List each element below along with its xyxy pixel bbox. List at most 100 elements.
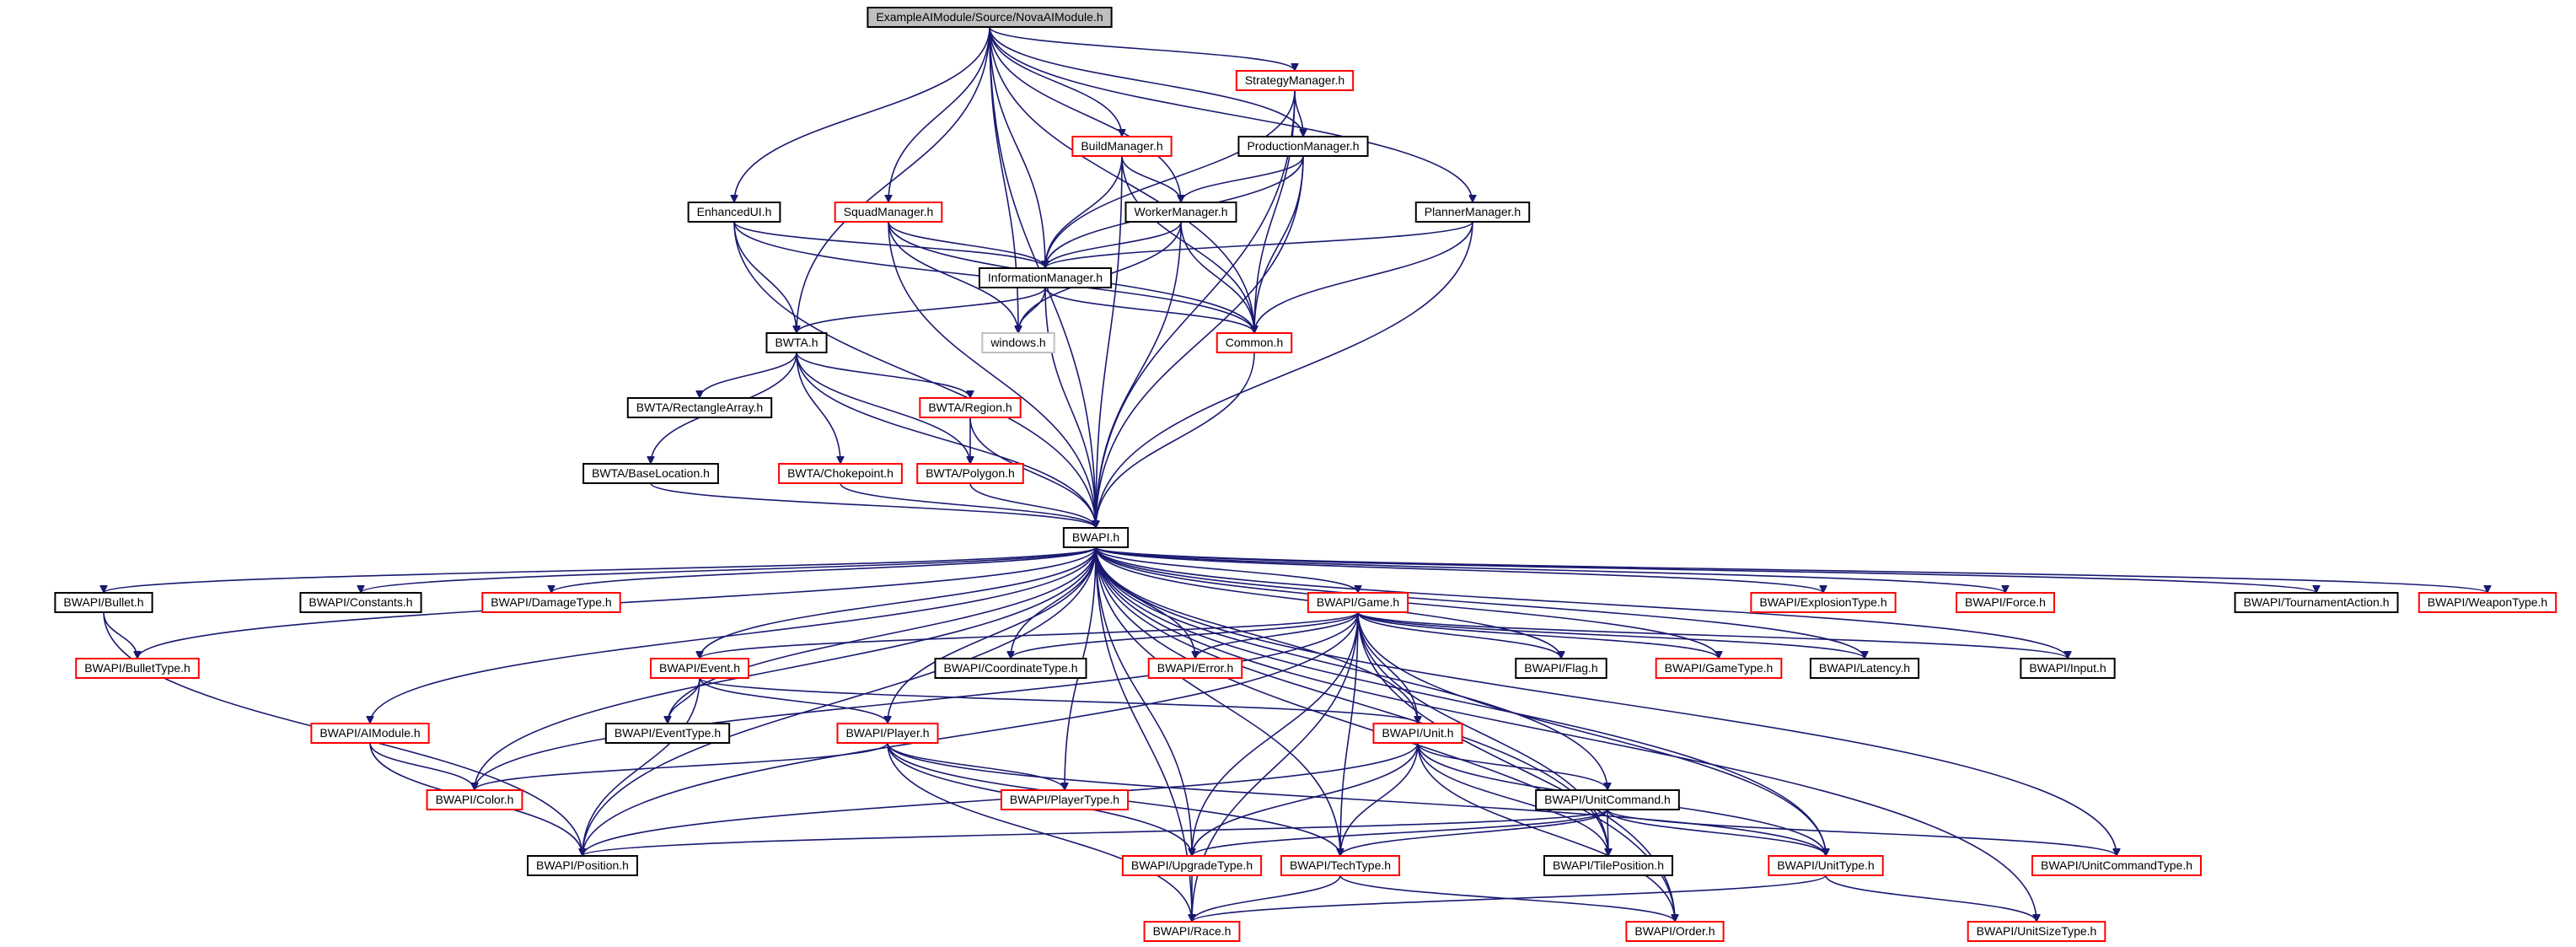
node-order[interactable]: BWAPI/Order.h: [1625, 921, 1725, 942]
node-box: [1307, 592, 1409, 613]
node-rectarray[interactable]: BWTA/RectangleArray.h: [626, 397, 773, 418]
node-label: BWAPI/WeaponType.h: [2428, 595, 2547, 609]
node-unit[interactable]: BWAPI/Unit.h: [1372, 723, 1463, 744]
edge-enhancedui-to-bwta: [733, 221, 797, 333]
node-unitsizetype[interactable]: BWAPI/UnitSizeType.h: [1967, 921, 2106, 942]
node-strategy[interactable]: StrategyManager.h: [1235, 70, 1355, 91]
node-gametype[interactable]: BWAPI/GameType.h: [1655, 658, 1783, 679]
edge-bwapi-to-latency: [1095, 546, 1865, 659]
node-color[interactable]: BWAPI/Color.h: [426, 789, 523, 810]
node-box: [1768, 855, 1884, 876]
node-label: BWAPI/BulletType.h: [84, 661, 191, 675]
node-bullettype[interactable]: BWAPI/BulletType.h: [75, 658, 200, 679]
edge-unitcommand-to-tileposition: [1607, 809, 1608, 856]
node-label: BWTA/RectangleArray.h: [636, 401, 763, 414]
node-planner[interactable]: PlannerManager.h: [1414, 202, 1531, 223]
node-build[interactable]: BuildManager.h: [1071, 136, 1173, 157]
edge-game-to-input: [1357, 611, 2068, 659]
node-box: [527, 855, 638, 876]
node-common[interactable]: Common.h: [1216, 332, 1293, 353]
node-information[interactable]: InformationManager.h: [978, 267, 1113, 288]
node-weapontype[interactable]: BWAPI/WeaponType.h: [2418, 592, 2557, 613]
edge-game-to-upgradetype: [1192, 611, 1359, 856]
edge-bwapi-to-eventtype: [668, 546, 1097, 724]
node-position[interactable]: BWAPI/Position.h: [527, 855, 638, 876]
node-baseloc[interactable]: BWTA/BaseLocation.h: [582, 463, 719, 484]
node-playertype[interactable]: BWAPI/PlayerType.h: [1000, 789, 1130, 810]
node-label: BWAPI/Position.h: [536, 858, 629, 872]
node-game[interactable]: BWAPI/Game.h: [1307, 592, 1409, 613]
node-input[interactable]: BWAPI/Input.h: [2020, 658, 2116, 679]
node-polygon[interactable]: BWTA/Polygon.h: [916, 463, 1024, 484]
node-worker[interactable]: WorkerManager.h: [1124, 202, 1237, 223]
node-explosiontype[interactable]: BWAPI/ExplosionType.h: [1750, 592, 1897, 613]
edge-bwapi-to-unittype: [1095, 546, 1826, 856]
edge-squad-to-bwapi: [888, 221, 1096, 528]
edge-bwapi-to-player: [888, 546, 1097, 724]
node-label: BWAPI/Unit.h: [1382, 726, 1453, 740]
node-box: [836, 723, 939, 744]
edge-bullet-to-bullettype: [103, 611, 137, 659]
node-damagetype[interactable]: BWAPI/DamageType.h: [481, 592, 621, 613]
node-box: [1535, 789, 1680, 810]
edge-region-to-bwapi: [969, 417, 1096, 528]
node-box: [934, 658, 1087, 679]
node-box: [1000, 789, 1130, 810]
node-force[interactable]: BWAPI/Force.h: [1956, 592, 2055, 613]
node-tournament[interactable]: BWAPI/TournamentAction.h: [2234, 592, 2399, 613]
edge-event-to-eventtype: [668, 677, 700, 724]
edge-root-to-enhancedui: [734, 26, 990, 202]
node-bwapi[interactable]: BWAPI.h: [1062, 527, 1130, 548]
edge-game-to-latency: [1357, 611, 1865, 659]
node-unitcommand[interactable]: BWAPI/UnitCommand.h: [1535, 789, 1680, 810]
node-unittype[interactable]: BWAPI/UnitType.h: [1768, 855, 1884, 876]
edge-game-to-position: [582, 611, 1359, 856]
node-aimodule[interactable]: BWAPI/AIModule.h: [310, 723, 430, 744]
edge-information-to-common: [1044, 287, 1254, 334]
node-label: BWAPI/AIModule.h: [319, 726, 420, 740]
node-production[interactable]: ProductionManager.h: [1237, 136, 1369, 157]
node-techtype[interactable]: BWAPI/TechType.h: [1280, 855, 1401, 876]
edge-information-to-bwta: [797, 287, 1046, 334]
node-latency[interactable]: BWAPI/Latency.h: [1809, 658, 1920, 679]
edge-strategy-to-common: [1254, 89, 1296, 333]
node-error[interactable]: BWAPI/Error.h: [1147, 658, 1243, 679]
node-bullet[interactable]: BWAPI/Bullet.h: [54, 592, 153, 613]
edge-squad-to-information: [888, 221, 1045, 269]
edge-bwta-to-choke: [796, 352, 840, 464]
node-label: BWAPI/Game.h: [1317, 595, 1399, 609]
node-event[interactable]: BWAPI/Event.h: [650, 658, 749, 679]
edge-bwapi-to-race: [1095, 546, 1192, 922]
node-coordtype[interactable]: BWAPI/CoordinateType.h: [934, 658, 1087, 679]
node-choke[interactable]: BWTA/Chokepoint.h: [778, 463, 903, 484]
node-root[interactable]: ExampleAIModule/Source/NovaAIModule.h: [867, 7, 1113, 28]
node-bwta[interactable]: BWTA.h: [765, 332, 828, 353]
node-box: [299, 592, 422, 613]
node-unitcommandtype[interactable]: BWAPI/UnitCommandType.h: [2031, 855, 2202, 876]
edge-strategy-to-information: [1045, 89, 1296, 268]
node-label: BWAPI/Race.h: [1153, 924, 1232, 938]
edge-bwta-to-rectarray: [700, 352, 797, 399]
node-enhancedui[interactable]: EnhancedUI.h: [687, 202, 781, 223]
node-box: [650, 658, 749, 679]
node-upgradetype[interactable]: BWAPI/UpgradeType.h: [1121, 855, 1263, 876]
edge-bwapi-to-game: [1095, 546, 1358, 594]
edge-planner-to-bwapi: [1096, 221, 1473, 528]
edge-root-to-strategy: [989, 26, 1295, 72]
edge-bwapi-to-event: [700, 546, 1097, 659]
node-squad[interactable]: SquadManager.h: [834, 202, 943, 223]
node-label: BWAPI/Bullet.h: [63, 595, 143, 609]
edge-bwapi-to-weapontype: [1095, 546, 2487, 594]
edge-bwapi-to-constants: [361, 546, 1097, 594]
node-player[interactable]: BWAPI/Player.h: [836, 723, 939, 744]
node-flag[interactable]: BWAPI/Flag.h: [1515, 658, 1607, 679]
node-eventtype[interactable]: BWAPI/EventType.h: [604, 723, 731, 744]
node-box: [1625, 921, 1725, 942]
node-label: BWAPI/Force.h: [1965, 595, 2046, 609]
node-region[interactable]: BWTA/Region.h: [919, 397, 1022, 418]
node-tileposition[interactable]: BWAPI/TilePosition.h: [1543, 855, 1674, 876]
node-label: BWAPI/TechType.h: [1290, 858, 1391, 872]
node-constants[interactable]: BWAPI/Constants.h: [299, 592, 422, 613]
node-box: [2234, 592, 2399, 613]
node-race[interactable]: BWAPI/Race.h: [1143, 921, 1241, 942]
